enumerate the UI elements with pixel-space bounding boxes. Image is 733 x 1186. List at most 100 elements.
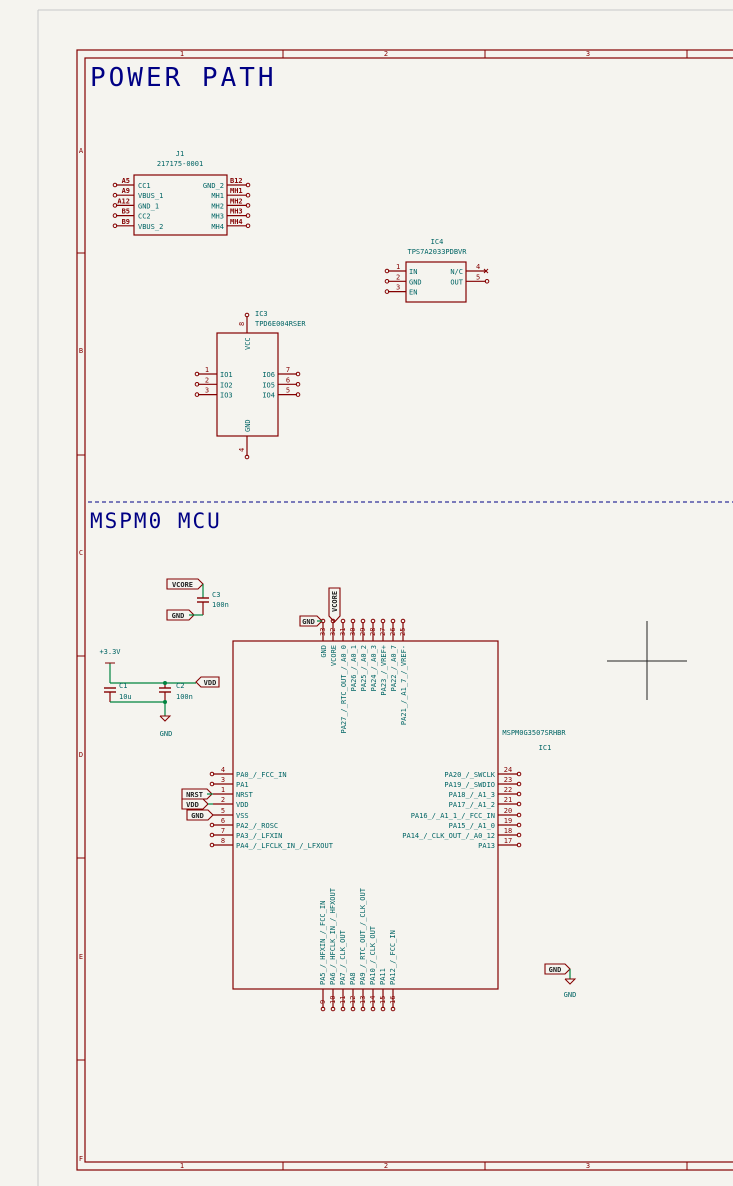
j1-ref: J1: [176, 150, 184, 158]
ic4-pin-num: 2: [396, 273, 400, 281]
j1-pin-num: B9: [122, 218, 130, 226]
ic1-pin-name: PA26_/_A0_1: [350, 645, 358, 691]
pin-end: [295, 392, 301, 397]
row-label: C: [79, 549, 83, 557]
c1-ref: C1: [119, 682, 127, 690]
pin-end: [209, 781, 215, 787]
pin-end: [516, 801, 522, 807]
c2-ref: C2: [176, 682, 184, 690]
pin-end: [112, 192, 118, 198]
ic3-pin-num: 3: [205, 387, 209, 395]
ic1-pin-num: 30: [349, 628, 357, 636]
ic4-body: [405, 261, 467, 303]
column-label: 3: [586, 1162, 590, 1170]
ic3-pin-num: 4: [238, 448, 246, 452]
pin-end: [244, 312, 250, 318]
pin-end: [340, 1006, 346, 1012]
no-connect: [483, 268, 489, 274]
pin-end: [360, 618, 366, 624]
j1-pin-name: MH1: [211, 192, 224, 200]
ic3-pin-name: IO6: [262, 371, 275, 379]
j1-pin-num: A12: [117, 197, 130, 205]
ic1-pin-num: 32: [329, 628, 337, 636]
pin-end: [194, 371, 200, 377]
ic1-pin-num: 27: [379, 628, 387, 636]
row-label: F: [79, 1155, 83, 1163]
c2-value: 100n: [176, 693, 193, 701]
j1-pin-name: MH4: [211, 223, 224, 231]
ic1-pin-name: VCORE: [330, 645, 338, 666]
pin-end: [384, 268, 390, 274]
ic4-pin-num: 1: [396, 263, 400, 271]
j1-pin-num: MH2: [230, 197, 243, 205]
j1-pin-name: MH3: [211, 213, 224, 221]
pin-end: [384, 279, 390, 284]
pin-end: [484, 279, 490, 284]
ic1-pin-num: 9: [319, 1000, 327, 1004]
ic1-pin-name: PA1: [236, 781, 249, 789]
ic1-pin-name: PA5_/_HFXIN_/_FCC_IN: [319, 901, 327, 985]
ic1-pin-name: PA24_/_A0_3: [370, 645, 378, 691]
ic1-pin-num: 33: [319, 628, 327, 636]
ic1-pin-name: PA17_/_A1_2: [449, 801, 495, 809]
free-gnd-text: GND: [564, 991, 577, 999]
pin-end: [209, 822, 215, 828]
pin-end: [112, 223, 118, 229]
pin-end: [112, 203, 118, 208]
ic1-pin-num: 15: [379, 996, 387, 1004]
ic4-value: TPS7A2033PDBVR: [407, 248, 467, 256]
ic4-pin-name: GND: [409, 278, 422, 286]
pin-end: [245, 182, 251, 188]
ic3-pin-num: 5: [286, 387, 290, 395]
ic1-pin-name: VDD: [236, 801, 249, 809]
pin-end: [244, 454, 250, 460]
ic1-pin-name: PA18_/_A1_3: [449, 791, 495, 799]
pin-end: [295, 371, 301, 377]
gnd-label: [166, 609, 195, 621]
ic1-pin-name: PA12_/_FCC_IN: [389, 930, 397, 985]
ic1-pin-num: 16: [389, 996, 397, 1004]
ic1-gnd-label-text: GND: [302, 618, 315, 626]
pin-end: [194, 392, 200, 397]
vdd-label-text: VDD: [204, 679, 217, 687]
ic1-pin-name: PA4_/_LFCLK_IN_/_LFXOUT: [236, 842, 334, 850]
j1-pin-num: A5: [122, 177, 130, 185]
ic4-pin-name: EN: [409, 289, 417, 297]
j1-pin-num: MH3: [230, 208, 243, 216]
free-gnd-label: [544, 963, 571, 975]
row-label: A: [79, 147, 84, 155]
pin-end: [516, 842, 522, 848]
ic1-pin-name: NRST: [236, 791, 254, 799]
ic1-pin-num: 7: [221, 827, 225, 835]
vcore-label-text: VCORE: [172, 581, 193, 589]
pin-end: [112, 213, 118, 218]
ic1-pin-num: 12: [349, 996, 357, 1004]
j1-pin-name: VBUS_2: [138, 223, 163, 231]
ic1-pin-num: 3: [221, 776, 225, 784]
ic1-pin-num: 1: [221, 786, 225, 794]
ic1-pin-num: 10: [329, 996, 337, 1004]
pin-end: [516, 822, 522, 828]
ic1-pin-num: 6: [221, 817, 225, 825]
ic1-pin-num: 20: [504, 807, 512, 815]
j1-pin-name: CC2: [138, 213, 151, 221]
pin-end: [380, 618, 386, 624]
ic1-pin-name: PA2_/_ROSC: [236, 822, 278, 830]
j1-pin-name: CC1: [138, 182, 151, 190]
ic1-ref: IC1: [539, 744, 552, 752]
ic1-pin-name: PA14_/_CLK_OUT_/_A0_12: [402, 832, 495, 840]
row-label: D: [79, 751, 83, 759]
pin-end: [516, 771, 522, 777]
pin-end: [330, 1006, 336, 1012]
pin-end: [245, 192, 251, 198]
pin-end: [209, 842, 215, 848]
ic4-pin-num: 5: [476, 273, 480, 281]
pin-end: [390, 1006, 396, 1012]
ic1-pin-name: PA13: [478, 842, 495, 850]
frame-inner: [84, 57, 733, 1163]
pin-end: [350, 618, 356, 624]
ic3-pin-name: IO3: [220, 392, 233, 400]
ic1-pin-num: 29: [359, 628, 367, 636]
ic1-pin-name: PA8: [349, 972, 357, 985]
